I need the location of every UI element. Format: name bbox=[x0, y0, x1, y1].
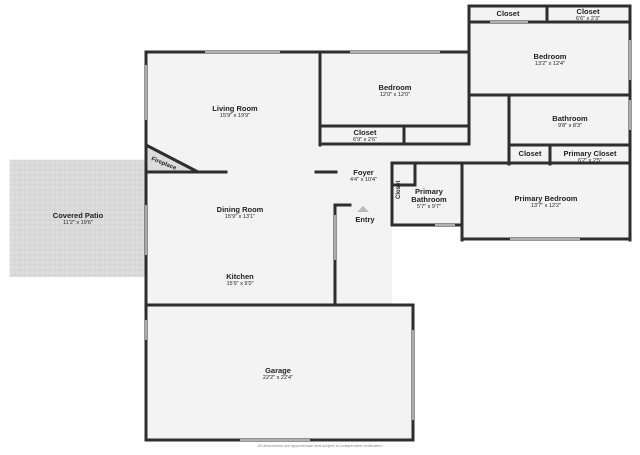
room-name: Kitchen bbox=[226, 272, 254, 281]
room-name: Bathroom bbox=[552, 114, 588, 123]
room-name: Bedroom bbox=[378, 83, 412, 92]
room-dims: 22'2" x 22'4" bbox=[262, 375, 294, 381]
room-name: Covered Patio bbox=[52, 211, 104, 220]
room-name: Bedroom bbox=[533, 52, 567, 61]
room-closet-top-right: Closet 6'6" x 2'3" bbox=[553, 7, 623, 23]
room-name: Closet bbox=[518, 149, 542, 158]
room-garage: Garage 22'2" x 22'4" bbox=[228, 366, 328, 382]
entry-arrow bbox=[357, 206, 369, 212]
room-bedroom-mid: Bedroom 12'0" x 12'0" bbox=[345, 83, 445, 99]
room-bedroom-top: Bedroom 13'2" x 12'4" bbox=[500, 52, 600, 68]
room-name: Foyer bbox=[353, 168, 374, 177]
room-dims: 13'7" x 12'2" bbox=[530, 203, 562, 209]
room-dims: 6'6" x 2'3" bbox=[575, 16, 601, 22]
room-dims: 15'9" x 19'9" bbox=[219, 113, 251, 119]
bath-floor bbox=[469, 96, 630, 146]
room-closet-vertical: Closet bbox=[393, 165, 413, 199]
room-dims: 6'9" x 2'6" bbox=[352, 137, 378, 143]
room-dims: 15'9" x 13'1" bbox=[224, 214, 256, 220]
foyer-floor bbox=[320, 164, 392, 307]
room-primary-bedroom: Primary Bedroom 13'7" x 12'2" bbox=[496, 194, 596, 210]
room-dims: 9'8" x 8'3" bbox=[557, 123, 583, 129]
room-name: Closet bbox=[576, 7, 600, 16]
room-dims: 5'7" x 9'7" bbox=[416, 204, 442, 210]
room-closet-small: Closet bbox=[511, 149, 549, 158]
room-covered-patio: Covered Patio 11'2" x 19'6" bbox=[28, 211, 128, 227]
room-dims: 15'9" x 9'0" bbox=[226, 281, 254, 287]
room-living-room: Living Room 15'9" x 19'9" bbox=[185, 104, 285, 120]
room-bathroom: Bathroom 9'8" x 8'3" bbox=[530, 114, 610, 130]
room-name: Living Room bbox=[212, 104, 258, 113]
main-floor bbox=[146, 52, 322, 307]
windows bbox=[145, 21, 631, 441]
room-name: Dining Room bbox=[216, 205, 264, 214]
room-name: Primary Closet bbox=[563, 149, 617, 158]
room-closet-top-left: Closet bbox=[478, 9, 538, 18]
patio-tiles bbox=[9, 159, 148, 277]
room-primary-closet: Primary Closet 6'2" x 2'5" bbox=[552, 149, 628, 165]
room-dining-room: Dining Room 15'9" x 13'1" bbox=[190, 205, 290, 221]
room-dims: 6'2" x 2'5" bbox=[577, 158, 603, 164]
room-dims: 4'4" x 10'4" bbox=[349, 177, 378, 183]
bedroom-mid-floor bbox=[320, 52, 470, 144]
room-name: Closet bbox=[496, 9, 520, 18]
garage-floor bbox=[146, 306, 413, 440]
room-name: Primary Bedroom bbox=[514, 194, 578, 203]
entry-label: Entry bbox=[355, 215, 375, 224]
room-name: Closet bbox=[353, 128, 377, 137]
disclaimer: All dimensions are approximate and subje… bbox=[257, 443, 383, 448]
room-name: Garage bbox=[265, 366, 291, 375]
room-foyer: Foyer 4'4" x 10'4" bbox=[336, 168, 391, 184]
room-primary-bathroom: Primary Bathroom 5'7" x 9'7" bbox=[398, 188, 460, 211]
room-closet-mid: Closet 6'9" x 2'6" bbox=[333, 128, 397, 144]
room-dims: 12'0" x 12'0" bbox=[379, 92, 411, 98]
fireplace-shape bbox=[144, 142, 199, 174]
room-dims: 13'2" x 12'4" bbox=[534, 61, 566, 67]
hall-floor bbox=[320, 144, 630, 164]
room-kitchen: Kitchen 15'9" x 9'0" bbox=[190, 272, 290, 288]
primary-bed-floor bbox=[462, 164, 630, 239]
room-dims: 11'2" x 19'6" bbox=[63, 220, 93, 226]
primary-bath-floor bbox=[392, 164, 462, 225]
room-name: Primary Bathroom bbox=[411, 187, 447, 204]
